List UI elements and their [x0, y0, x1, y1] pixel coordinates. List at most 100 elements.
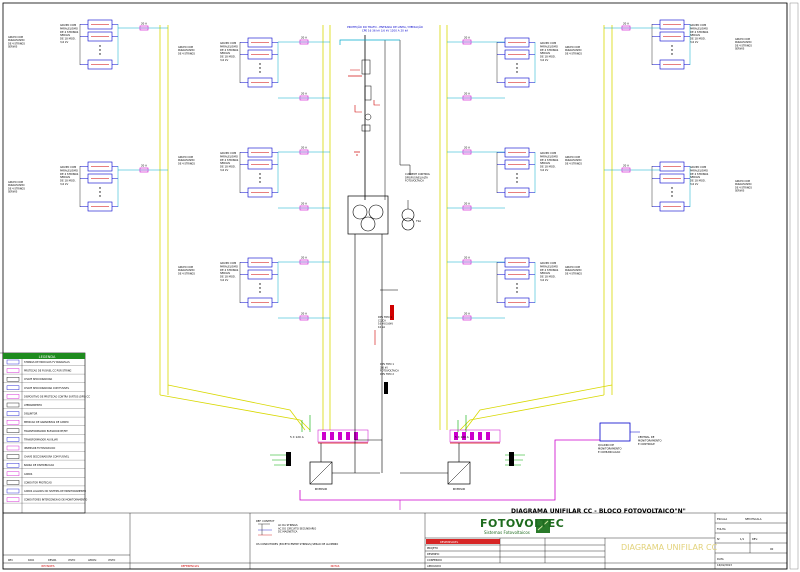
group-label: DE 4 STRINGS: [690, 172, 709, 176]
array-annotation: GRUPO COM: [565, 46, 580, 49]
fuse-label: 20 A: [141, 164, 147, 168]
tb-row-label: APROVADO: [427, 564, 441, 568]
array-annotation: PARALELISMO: [735, 183, 752, 186]
dps-label: DPS TIPO 2: [380, 372, 394, 376]
pv-string: [240, 77, 278, 88]
group-label: PARALELISMO: [220, 44, 238, 48]
pv-string: [497, 77, 535, 88]
array-annotation: PARALELISMO: [178, 269, 195, 272]
group-label: GRUPO COM: [220, 151, 236, 155]
dps-label: CC/CA: [378, 318, 386, 322]
legend-item: TRANSFORMADOR AUXILIAR: [24, 438, 58, 441]
protection-label: PROTEÇÃO DO TRAFO - ENTRADA DE LINHA / M…: [347, 24, 423, 29]
legend-item: CABOS: [24, 473, 33, 476]
legend-symbol: [6, 368, 20, 373]
legend-item: CHAVE SECCIONADORA COM FUSIVEL: [24, 456, 70, 459]
fuse-label: 20 A: [464, 256, 470, 260]
rev-header: REV.: [8, 559, 13, 562]
pv-string: [80, 201, 118, 212]
group-label: PARALELISMO: [60, 168, 78, 172]
legend-item: CONDUTOR PROTECAO: [24, 481, 52, 484]
fuse-label: 20 A: [464, 146, 470, 150]
dps-label: DPS TIPO 1: [380, 362, 394, 366]
group-label: SERIAIS: [220, 51, 230, 55]
tb-row-label: CONFERIDO: [427, 558, 442, 562]
group-label: 3,6 kV: [220, 168, 228, 172]
legend-symbol: [6, 394, 20, 399]
array-annotation: SERIAIS: [735, 190, 745, 193]
group-label: SERIAIS: [60, 175, 70, 179]
pv-string: [240, 159, 278, 170]
group-label: DE 18 MOD.: [220, 165, 236, 169]
legend-symbol: [6, 420, 20, 425]
step-up-transformer: [347, 195, 389, 235]
group-label: DE 4 STRINGS: [60, 172, 79, 176]
group-label: SERIAIS: [220, 161, 230, 165]
legend-item: CHAVE SECCIONADORA: [24, 378, 53, 381]
tb-header: DATA: [520, 540, 527, 544]
company-name: FOTOVOLTEC: [480, 517, 565, 530]
string-fuse: [299, 315, 309, 321]
group-label: DE 4 STRINGS: [220, 48, 239, 52]
bus-label: 5 X 120 A: [455, 435, 469, 439]
array-annotation: GRUPO COM: [565, 156, 580, 159]
fuse-label: 20 A: [301, 92, 307, 96]
pv-string: [497, 147, 535, 158]
monitoring-label: QUADRO DE: [598, 443, 614, 447]
group-label: DE 4 STRINGS: [540, 158, 559, 162]
legend-item: PROTECAO DE FUSIVEL CC POR STRING: [24, 370, 72, 373]
group-label: DE 4 STRINGS: [220, 268, 239, 272]
array-annotation: GRUPO COM: [565, 266, 580, 269]
footer-label: NOTAS: [331, 564, 340, 568]
string-fuse: [299, 39, 309, 45]
pv-string: [652, 31, 690, 42]
array-annotation: GRUPO COM: [178, 266, 193, 269]
dps-label: 16 kV/3,6kV: [378, 322, 393, 326]
notes-text: AC DO CIRCUITO SECUNDARIO: [278, 526, 316, 530]
legend-title: LEGENDA: [38, 355, 56, 359]
rev-header: VISTO: [68, 559, 75, 562]
array-annotation: PARALELISMO: [565, 49, 582, 52]
title-block: [2, 512, 788, 570]
group-label: DE 4 STRINGS: [690, 30, 709, 34]
legend-symbol: [6, 445, 20, 451]
array-annotation: DE 4 STRINGS: [735, 44, 752, 47]
group-label: GRUPO COM: [220, 261, 236, 265]
array-annotation: DE 4 STRINGS: [8, 42, 25, 45]
pv-string: [652, 59, 690, 70]
pv-string: [240, 49, 278, 60]
pv-string: [497, 187, 535, 198]
array-annotation: PARALELISMO: [565, 269, 582, 272]
dps-label: 3,6 kV: [380, 365, 388, 369]
group-label: DE 18 MOD.: [60, 37, 76, 41]
group-label: GRUPO COM: [690, 23, 706, 27]
legend-item: DISPOSITIVO DE PROTECAO CONTRA SURTOS (D…: [24, 395, 90, 398]
group-label: DE 18 MOD.: [540, 275, 556, 279]
group-label: 3,6 kV: [540, 58, 548, 62]
fuse-label: 20 A: [301, 36, 307, 40]
legend-item: DISJUNTOR: [24, 413, 38, 416]
tb-number-label: Nº: [717, 537, 721, 541]
group-label: PARALELISMO: [60, 26, 78, 30]
dps-label: FOTOVOLTAICA: [380, 369, 399, 373]
group-label: 3,6 kV: [690, 40, 698, 44]
string-fuse: [299, 95, 309, 101]
group-label: SERIAIS: [540, 51, 550, 55]
tb-rev-number: 00: [770, 547, 774, 551]
array-annotation: PARALELISMO: [178, 159, 195, 162]
group-label: 3,6 kV: [540, 168, 548, 172]
tb-page-number: 1/1: [740, 537, 745, 541]
legend-symbol: [6, 454, 20, 459]
meter-label: FOTOVOLTAICA: [405, 179, 424, 183]
fuse-label: 20 A: [464, 92, 470, 96]
pv-string: [240, 147, 278, 158]
notes-text: OS CONDUTORES (EXCETO ENTRE STRINGS) SER…: [256, 542, 338, 546]
rev-header: DESCR.: [48, 559, 57, 562]
array-annotation: GRUPO COM: [735, 38, 750, 41]
group-label: PARALELISMO: [690, 168, 708, 172]
group-label: SERIAIS: [220, 271, 230, 275]
array-annotation: DE 4 STRINGS: [178, 162, 195, 165]
group-label: PARALELISMO: [540, 264, 558, 268]
